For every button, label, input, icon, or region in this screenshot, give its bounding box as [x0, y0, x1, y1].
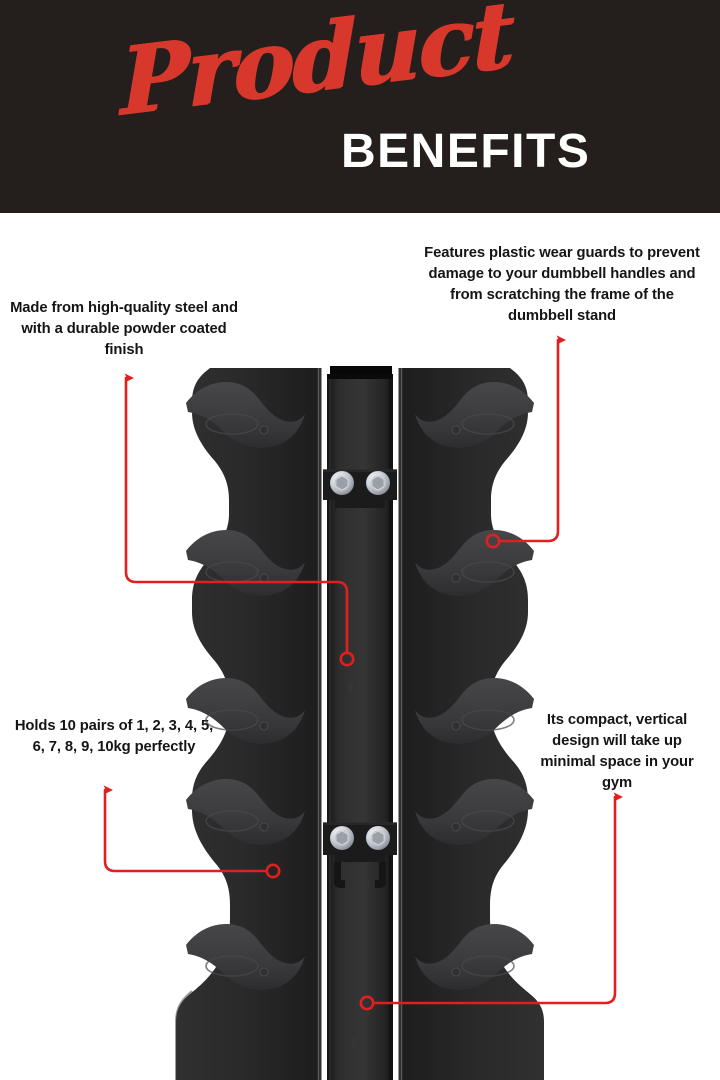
leader-steel	[124, 373, 355, 667]
wear-guards-right	[415, 382, 534, 990]
page-title: BENEFITS	[341, 125, 591, 178]
callout-steel-text: Made from high-quality steel and with a …	[10, 300, 238, 358]
leader-compact	[359, 792, 623, 1011]
callout-compact-design-text: Its compact, vertical design will take u…	[540, 712, 694, 791]
bolt-bracket-upper	[323, 469, 397, 508]
leader-capacity	[103, 785, 281, 879]
bolt-bracket-lower	[323, 822, 397, 888]
callout-wear-guards-text: Features plastic wear guards to prevent …	[424, 245, 700, 324]
header-band: Product BENEFITS	[0, 0, 720, 213]
callout-capacity-text: Holds 10 pairs of 1, 2, 3, 4, 5, 6, 7, 8…	[14, 718, 214, 755]
leader-guards	[485, 335, 566, 549]
